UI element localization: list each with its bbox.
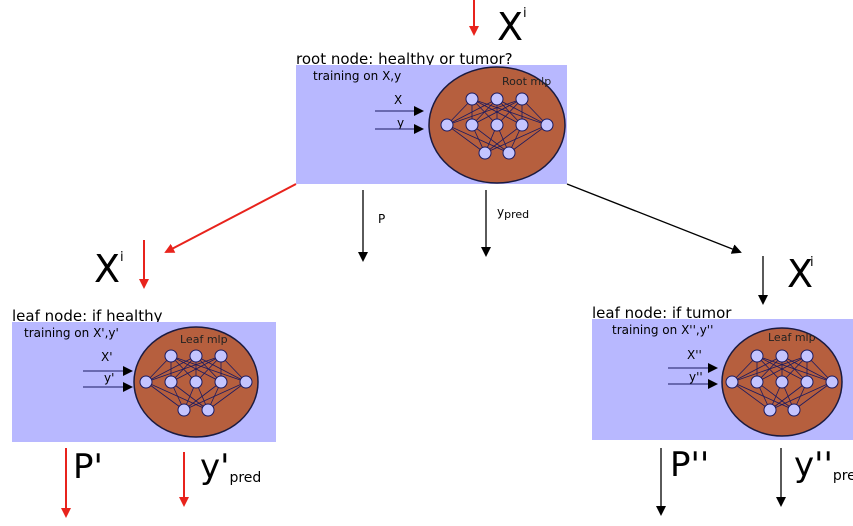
mlp-neuron: [478, 146, 492, 160]
mlp-connection: [731, 355, 783, 383]
left-ypred-label: y'pred: [200, 447, 261, 487]
mlp-neuron: [750, 349, 764, 363]
mlp-connection: [170, 355, 222, 383]
right-mlp-label: Leaf mlp: [768, 331, 816, 344]
mlp-neuron: [214, 349, 228, 363]
mlp-connection: [756, 355, 808, 383]
mlp-neuron: [201, 403, 215, 417]
mlp-connection: [207, 381, 247, 411]
mlp-neuron: [825, 375, 839, 389]
mlp-connection: [769, 381, 833, 411]
root-node-panel: training on X,y X y Root mlp: [296, 65, 567, 184]
root-ypred-label: ypred: [497, 205, 529, 221]
mlp-connection: [471, 124, 510, 154]
mlp-neuron: [775, 349, 789, 363]
left-mlp-label: Leaf mlp: [180, 333, 228, 346]
mlp-connection: [183, 381, 222, 411]
mlp-neuron: [189, 349, 203, 363]
mlp-connection: [446, 98, 523, 126]
mlp-connection: [471, 98, 523, 126]
mlp-neuron: [239, 375, 253, 389]
mlp-connection: [145, 355, 197, 383]
mlp-connection: [731, 381, 771, 411]
left-input-y-label: y': [104, 371, 114, 385]
mlp-neuron: [490, 118, 504, 132]
right-input-x-label: X'': [687, 348, 702, 362]
right-ypred-label: y''pred: [794, 445, 853, 485]
mlp-neuron: [502, 146, 516, 160]
right-mlp: [721, 327, 843, 437]
right-training-label: training on X'',y'': [612, 323, 713, 337]
mlp-connection: [793, 381, 833, 411]
mlp-connection: [769, 381, 808, 411]
mlp-neuron: [725, 375, 739, 389]
mlp-neuron: [800, 349, 814, 363]
mlp-neuron: [515, 92, 529, 106]
mlp-connection: [183, 381, 247, 411]
root-input-x-label: X: [394, 93, 402, 107]
root-input: X i: [469, 0, 527, 49]
root-training-label: training on X,y: [313, 69, 401, 83]
mlp-neuron: [775, 375, 789, 389]
left-mlp: [133, 326, 259, 438]
right-leaf-panel: training on X'',y'' X'' y'' Leaf mlp: [592, 319, 853, 440]
mlp-connection: [446, 124, 510, 154]
left-mlp-connections: [145, 355, 247, 411]
left-input-symbol: X: [94, 247, 120, 291]
mlp-neuron: [490, 92, 504, 106]
root-mlp: [428, 66, 566, 184]
mlp-neuron: [189, 375, 203, 389]
left-training-label: training on X',y': [24, 326, 119, 340]
mlp-connection: [756, 381, 795, 411]
left-input-x-label: X': [101, 350, 113, 364]
left-input-superscript: i: [120, 250, 124, 265]
mlp-connection: [484, 124, 548, 154]
right-input-symbol: X: [787, 252, 813, 296]
left-leaf-panel: training on X',y' X' y' Leaf mlp: [12, 322, 276, 442]
left-leaf-input: X i: [94, 240, 149, 291]
mlp-neuron: [750, 375, 764, 389]
right-input-y-label: y'': [689, 370, 703, 384]
mlp-neuron: [139, 375, 153, 389]
mlp-connection: [508, 124, 548, 154]
mlp-connection: [145, 381, 209, 411]
edge-to-healthy-leaf: [164, 183, 297, 253]
edge-to-tumor-leaf: [566, 183, 742, 254]
root-input-superscript: i: [523, 6, 527, 21]
right-leaf-input: X i: [758, 252, 814, 305]
mlp-neuron: [177, 403, 191, 417]
mlp-neuron: [763, 403, 777, 417]
root-mlp-label: Root mlp: [502, 75, 551, 88]
root-p-label: P: [378, 212, 385, 226]
mlp-connection: [446, 98, 498, 126]
mlp-connection: [731, 381, 795, 411]
mlp-connection: [170, 381, 209, 411]
mlp-connection: [145, 381, 185, 411]
right-input-superscript: i: [810, 255, 814, 270]
root-input-y-label: y: [397, 116, 404, 130]
mlp-neuron: [164, 375, 178, 389]
mlp-neuron: [515, 118, 529, 132]
root-input-symbol: X: [497, 5, 523, 49]
right-leaf-title: leaf node: if tumor: [592, 304, 732, 322]
mlp-connection: [446, 124, 486, 154]
mlp-neuron: [214, 375, 228, 389]
mlp-neuron: [164, 349, 178, 363]
mlp-neuron: [787, 403, 801, 417]
left-p-label: P': [73, 447, 103, 487]
mlp-neuron: [440, 118, 454, 132]
mlp-connection: [145, 355, 222, 383]
mlp-connection: [484, 124, 523, 154]
mlp-connection: [731, 355, 808, 383]
mlp-neuron: [800, 375, 814, 389]
right-p-label: P'': [670, 445, 709, 485]
mlp-neuron: [465, 92, 479, 106]
mlp-neuron: [465, 118, 479, 132]
left-leaf-title: leaf node: if healthy: [12, 307, 163, 325]
root-node-title: root node: healthy or tumor?: [296, 50, 513, 68]
mlp-neuron: [540, 118, 554, 132]
